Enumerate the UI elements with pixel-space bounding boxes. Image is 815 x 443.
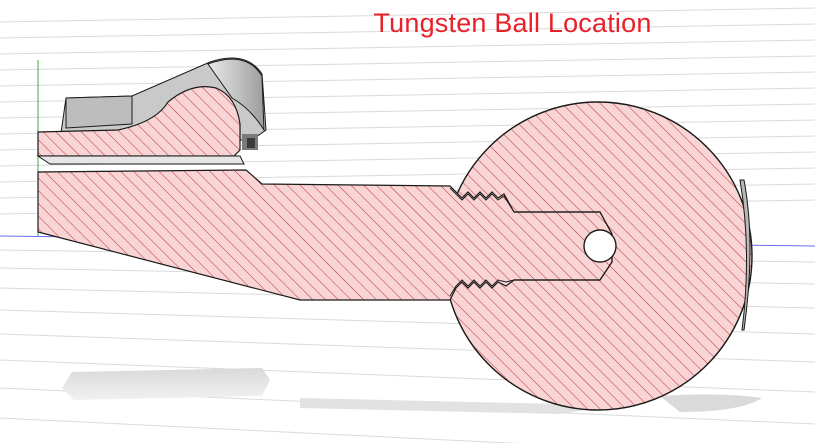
diagram-title: Tungsten Ball Location <box>373 8 652 38</box>
thread-upper <box>449 187 515 213</box>
wheel-shadow <box>660 394 762 412</box>
tungsten-ball <box>583 229 617 263</box>
part-shadow-left <box>62 368 270 400</box>
wheel-rim-edge <box>739 179 751 331</box>
part-shadow-right <box>300 398 600 414</box>
thread-lower <box>449 279 515 297</box>
upper-jaw-section <box>37 86 241 157</box>
jaw-gap <box>36 155 245 165</box>
